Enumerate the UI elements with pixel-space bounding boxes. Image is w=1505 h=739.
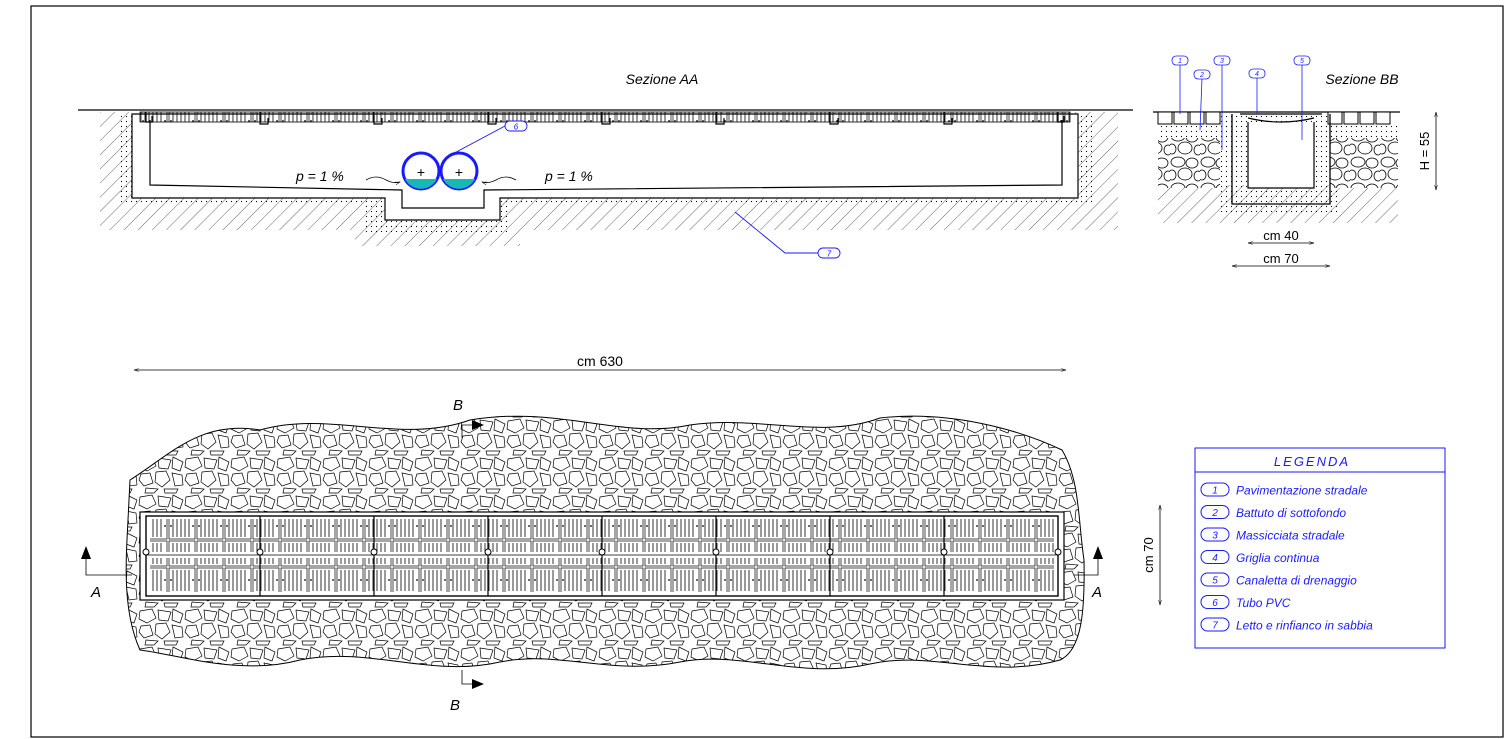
bb-callout-1: 1 (1178, 58, 1182, 65)
legend-number: 4 (1212, 553, 1218, 564)
legend-row-7: 7 Letto e rinfianco in sabbia (1200, 617, 1373, 633)
bb-base-left (1158, 124, 1233, 138)
legend-label: Tubo PVC (1236, 596, 1291, 610)
legend-label: Pavimentazione stradale (1236, 484, 1368, 498)
cut-marker-a-right (1074, 546, 1103, 576)
bb-channel-inner (1247, 122, 1315, 189)
callout-7-number: 7 (827, 250, 832, 259)
legend-row-4: 4 Griglia continua (1200, 550, 1320, 565)
bb-callout-4: 4 (1255, 71, 1259, 78)
bb-base-right (1326, 124, 1398, 138)
legend-label: Canaletta di drenaggio (1236, 574, 1357, 588)
cut-marker-b-bottom (461, 670, 484, 689)
bb-grate (1240, 113, 1322, 123)
callout-7-leader (734, 211, 818, 254)
cut-label-b-top: B (453, 397, 463, 414)
legend-number: 2 (1211, 508, 1218, 519)
legend-row-3: 3 Massicciata stradale (1200, 527, 1345, 543)
section-aa-title: Sezione AA (626, 71, 699, 87)
bb-height-label: H = 55 (1417, 132, 1432, 171)
legend-number-badge (1200, 527, 1230, 542)
grate-supports (145, 112, 1065, 125)
legend-number-badge (1200, 482, 1230, 497)
pvc-pipe-right: + (439, 151, 479, 191)
legend-number-badge (1200, 505, 1230, 519)
legend-number-badge (1200, 572, 1230, 587)
cut-marker-a-left (81, 546, 132, 576)
bb-paving (1157, 111, 1391, 125)
section-bb: Sezione BB 1 2 3 (1153, 55, 1438, 268)
legend-label: Massicciata stradale (1236, 529, 1345, 543)
svg-text:+: + (417, 164, 425, 180)
cut-label-a-left: A (90, 584, 101, 601)
legend-row-1: 1 Pavimentazione stradale (1200, 482, 1368, 498)
pvc-pipe-left: + (401, 151, 441, 191)
legend-label: Letto e rinfianco in sabbia (1236, 619, 1373, 633)
legend-number-badge (1200, 617, 1230, 632)
callout-6-leader (444, 125, 506, 159)
legend-label: Battuto di sottofondo (1236, 506, 1346, 520)
plan-grate-joints (259, 516, 945, 596)
bb-callout-3: 3 (1220, 58, 1224, 65)
legend-items: 1 Pavimentazione stradale 2 Battuto di sott… (1200, 482, 1373, 633)
callout-6-bubble (504, 120, 528, 132)
bb-stones-right (1330, 138, 1398, 188)
cut-label-b-bottom: B (450, 697, 460, 714)
channel-floor (149, 120, 1063, 209)
bb-callouts (1171, 55, 1311, 150)
legend-title: LEGENDA (1274, 454, 1350, 469)
bb-outer-width-label: cm 70 (1263, 251, 1298, 266)
slope-arrow-right (481, 176, 517, 186)
callout-7-bubble (817, 247, 841, 259)
slope-label-left: p = 1 % (295, 168, 344, 184)
drawing-frame (30, 5, 1504, 738)
section-aa: Sezione AA + + p = 1 % p = (78, 71, 1133, 259)
plan-view: cm 630 cm 70 B B (81, 353, 1162, 714)
channel-body (131, 113, 1079, 221)
legend: LEGENDA 1 Pavimentazione stradale 2 Battuto… (1194, 447, 1446, 649)
grate-strip-section (139, 111, 1071, 123)
bb-callout-2: 2 (1199, 72, 1204, 79)
legend-label: Griglia continua (1236, 551, 1320, 565)
plan-grate-bolts (142, 548, 1062, 556)
legend-number: 3 (1212, 531, 1218, 542)
legend-number: 6 (1212, 598, 1218, 609)
legend-row-6: 6 Tubo PVC (1200, 595, 1291, 610)
svg-text:+: + (455, 164, 463, 180)
legend-row-5: 5 Canaletta di drenaggio (1200, 572, 1357, 588)
bb-callout-5: 5 (1300, 58, 1304, 65)
legend-number-badge (1200, 550, 1230, 564)
slope-label-right: p = 1 % (544, 168, 593, 184)
plan-length-label: cm 630 (577, 353, 623, 369)
legend-row-2: 2 Battuto di sottofondo (1200, 505, 1346, 520)
cut-label-a-right: A (1091, 584, 1102, 601)
plan-width-label: cm 70 (1141, 537, 1156, 572)
bb-stones-left (1158, 138, 1220, 188)
section-bb-title: Sezione BB (1325, 71, 1398, 87)
callout-6-number: 6 (514, 123, 519, 132)
legend-box (1194, 447, 1446, 649)
cut-marker-b-top (461, 420, 484, 438)
legend-number: 7 (1212, 621, 1218, 632)
bb-inner-width-label: cm 40 (1263, 228, 1298, 243)
legend-number: 1 (1212, 486, 1218, 497)
slope-arrow-left (365, 176, 401, 186)
legend-number: 5 (1212, 576, 1218, 587)
bb-channel-outer (1231, 114, 1331, 205)
legend-number-badge (1200, 595, 1230, 609)
